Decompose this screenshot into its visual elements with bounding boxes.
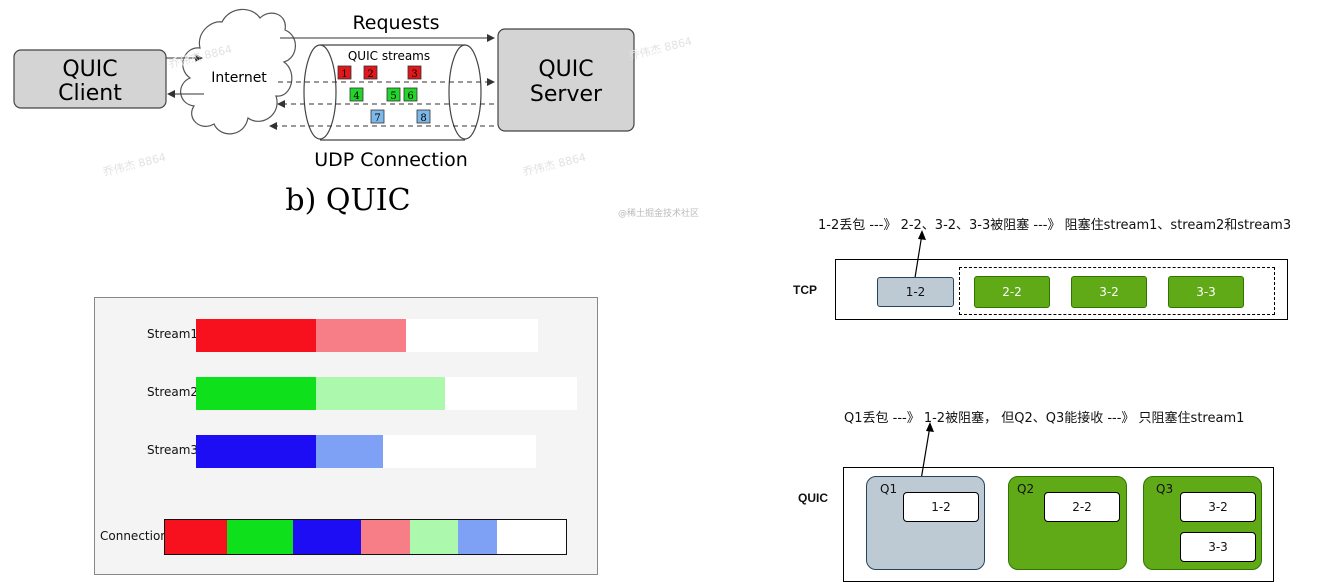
tcp-packet-lost: 1-2 [877,277,954,307]
requests-label: Requests [352,12,439,34]
stream-segment [316,319,406,352]
tcp-packet-blocked: 3-2 [1071,276,1147,308]
stream-box-label: 2 [367,69,373,80]
internet-label: Internet [211,70,267,86]
quic-label: QUIC [798,491,828,505]
quic-client-label-2: Client [58,81,122,106]
connection-segment [458,520,497,554]
tcp-blocked-region [959,267,1275,315]
connection-segment [410,520,458,554]
tcp-packet-blocked: 3-3 [1168,276,1244,308]
quic-packet: 1-2 [903,492,979,522]
stream-segment [196,319,316,352]
quic-queue-q1 [866,476,985,570]
connection-segment [361,520,410,554]
watermark: 乔伟杰 8864 [522,151,588,179]
stream-box [363,65,378,80]
stream-box-label: 1 [341,69,347,80]
tcp-label: TCP [793,283,817,297]
internet-cloud-icon [180,8,296,135]
tcp-packet-blocked: 2-2 [974,276,1050,308]
stream-row-label: Stream2 [147,385,199,399]
quic-queue-q2 [1008,476,1127,570]
stream-box [386,87,401,102]
stream-box-label: 6 [407,91,413,102]
quic-streams-label: QUIC streams [348,49,430,63]
stream-segment [406,319,538,352]
quic-caption: b) QUIC [285,183,410,218]
stream-segment [196,377,316,410]
quic-server-box [497,28,635,132]
tcp-annotation: 1-2丢包 ---》 2-2、3-2、3-3被阻塞 ---》 阻塞住stream… [818,218,1292,233]
connection-label: Connection [100,529,168,543]
stream-box [349,87,364,102]
connection-bar [164,519,567,555]
quic-annotation: Q1丢包 ---》 1-2被阻塞， 但Q2、Q3能接收 ---》 只阻塞住str… [844,411,1245,426]
quic-queue-label: Q2 [1017,482,1035,496]
stream-segment [383,435,536,468]
watermark: 乔伟杰 8864 [102,151,168,179]
stream-segment [445,377,577,410]
connection-segment [293,520,361,554]
quic-client-box [13,49,167,109]
credit-watermark: @稀土掘金技术社区 [618,207,699,219]
stream-box-label: 7 [374,113,380,124]
quic-server-label-2: Server [530,82,603,107]
stream-box-label: 3 [411,69,417,80]
quic-server-label-1: QUIC [538,57,593,82]
quic-client-label-1: QUIC [62,57,117,82]
stream-box-label: 5 [390,91,396,102]
stream-bar [196,435,536,468]
stream-box [407,65,422,80]
stream-segment [316,377,445,410]
connection-segment [165,520,227,554]
stream-box [370,109,385,124]
stream-bar [196,319,538,352]
quic-packet: 3-3 [1180,532,1256,562]
stream-segment [316,435,383,468]
stream-bar [196,377,577,410]
connection-segment [497,520,566,554]
watermark: 乔伟杰 8864 [628,35,694,63]
stream-box [416,109,431,124]
quic-queue-label: Q3 [1156,482,1174,496]
connection-segment [227,520,293,554]
quic-packet: 3-2 [1180,492,1256,522]
stream-segment [196,435,316,468]
stream-box [403,87,418,102]
stream-box [337,65,352,80]
quic-queue-label: Q1 [880,482,898,496]
stream-box-label: 4 [353,91,359,102]
stream-row-label: Stream1 [147,327,199,341]
stream-row-label: Stream3 [147,443,199,457]
stream-box-label: 8 [420,113,426,124]
udp-connection-label: UDP Connection [314,149,468,171]
tcp-frame [835,259,1288,320]
quic-packet: 2-2 [1044,492,1120,522]
